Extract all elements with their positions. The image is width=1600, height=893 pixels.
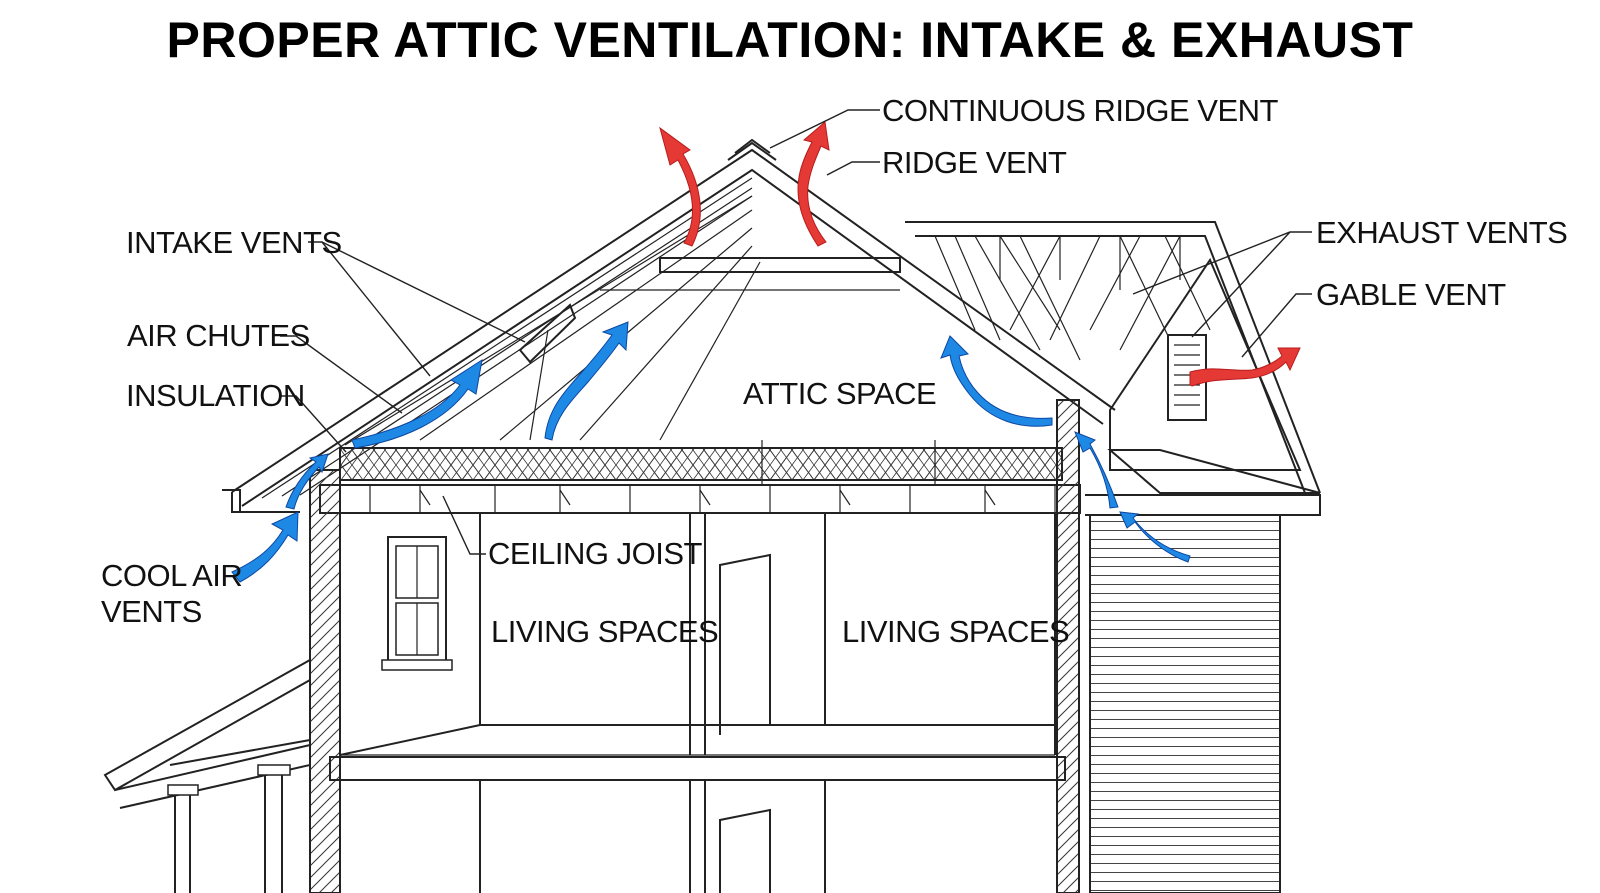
intake-arrow-right-wall bbox=[1074, 431, 1119, 509]
intake-airflow-arrows bbox=[231, 321, 1191, 583]
exhaust-arrow-ridge-left bbox=[659, 126, 701, 247]
label-cool-air-vents-line2: VENTS bbox=[101, 594, 202, 629]
intake-arrow-attic-right bbox=[940, 335, 1053, 427]
label-ridge-vent: RIDGE VENT bbox=[882, 145, 1067, 180]
insulation-band bbox=[339, 447, 1063, 481]
intake-arrow-eave bbox=[285, 453, 329, 510]
exhaust-arrow-gable bbox=[1189, 347, 1301, 387]
exhaust-airflow-arrows bbox=[659, 121, 1301, 387]
label-living-spaces-right: LIVING SPACES bbox=[842, 614, 1069, 649]
porch-posts bbox=[167, 764, 291, 893]
diagram-title: PROPER ATTIC VENTILATION: INTAKE & EXHAU… bbox=[167, 12, 1414, 68]
intake-arrow-soffit bbox=[231, 511, 299, 583]
label-continuous-ridge-vent: CONTINUOUS RIDGE VENT bbox=[882, 93, 1279, 128]
label-cool-air-vents-line1: COOL AIR bbox=[101, 558, 242, 593]
label-attic-space: ATTIC SPACE bbox=[743, 376, 936, 411]
callout-labels: CONTINUOUS RIDGE VENT RIDGE VENT INTAKE … bbox=[101, 93, 1568, 649]
intake-arrow-right-soffit bbox=[1119, 511, 1191, 563]
exhaust-arrow-ridge-right bbox=[797, 121, 830, 247]
label-living-spaces-left: LIVING SPACES bbox=[491, 614, 718, 649]
label-gable-vent: GABLE VENT bbox=[1316, 277, 1506, 312]
house-structure bbox=[103, 138, 1321, 893]
label-exhaust-vents: EXHAUST VENTS bbox=[1316, 215, 1567, 250]
leader-lines bbox=[280, 109, 1312, 555]
label-ceiling-joist: CEILING JOIST bbox=[488, 536, 703, 571]
label-air-chutes: AIR CHUTES bbox=[127, 318, 310, 353]
label-intake-vents: INTAKE VENTS bbox=[126, 225, 342, 260]
intake-arrow-chute bbox=[351, 358, 483, 449]
window bbox=[381, 536, 453, 671]
label-insulation: INSULATION bbox=[126, 378, 305, 413]
intake-arrow-attic-left bbox=[544, 321, 629, 441]
roof-trusses bbox=[934, 235, 1211, 361]
